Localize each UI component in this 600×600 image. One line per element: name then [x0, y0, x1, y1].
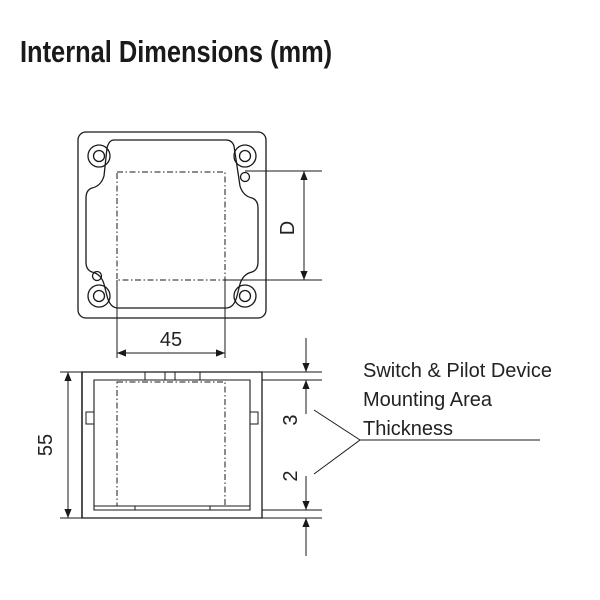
callout-line-3: Thickness [363, 418, 453, 440]
locating-pin-left [91, 270, 103, 282]
callout-line-2: Mounting Area [363, 389, 493, 411]
dimension-bottom-thickness-label: 2 [280, 470, 302, 481]
side-mounting-area [116, 381, 226, 507]
side-right-notch [250, 411, 259, 425]
screw-boss-top-right [233, 144, 257, 168]
locating-pin-right [239, 171, 251, 183]
callout-text: Switch & Pilot Device Mounting Area Thic… [363, 360, 552, 440]
screw-boss-top-left [87, 144, 111, 168]
dimension-top-thickness-label: 3 [280, 414, 302, 425]
side-outer-outline [81, 371, 263, 519]
screw-boss-bottom-right [233, 284, 257, 308]
side-inner-wall [93, 379, 251, 511]
dimension-d-label: D [277, 221, 299, 235]
dimension-width-label: 45 [160, 329, 182, 351]
enclosure-outline [77, 131, 267, 319]
side-left-notch [85, 411, 94, 425]
side-view [81, 371, 263, 519]
callout-line-1: Switch & Pilot Device [363, 360, 552, 382]
screw-boss-bottom-left [87, 284, 111, 308]
dimension-thickness [262, 338, 540, 556]
enclosure-inner-rim [85, 139, 259, 309]
mounting-area-outline [116, 171, 226, 281]
dimension-d [225, 170, 322, 281]
dimension-width [116, 280, 226, 358]
dimension-height [60, 371, 82, 519]
top-view [77, 131, 267, 319]
dimension-height-label: 55 [35, 434, 57, 456]
page-title: Internal Dimensions (mm) [20, 34, 333, 69]
